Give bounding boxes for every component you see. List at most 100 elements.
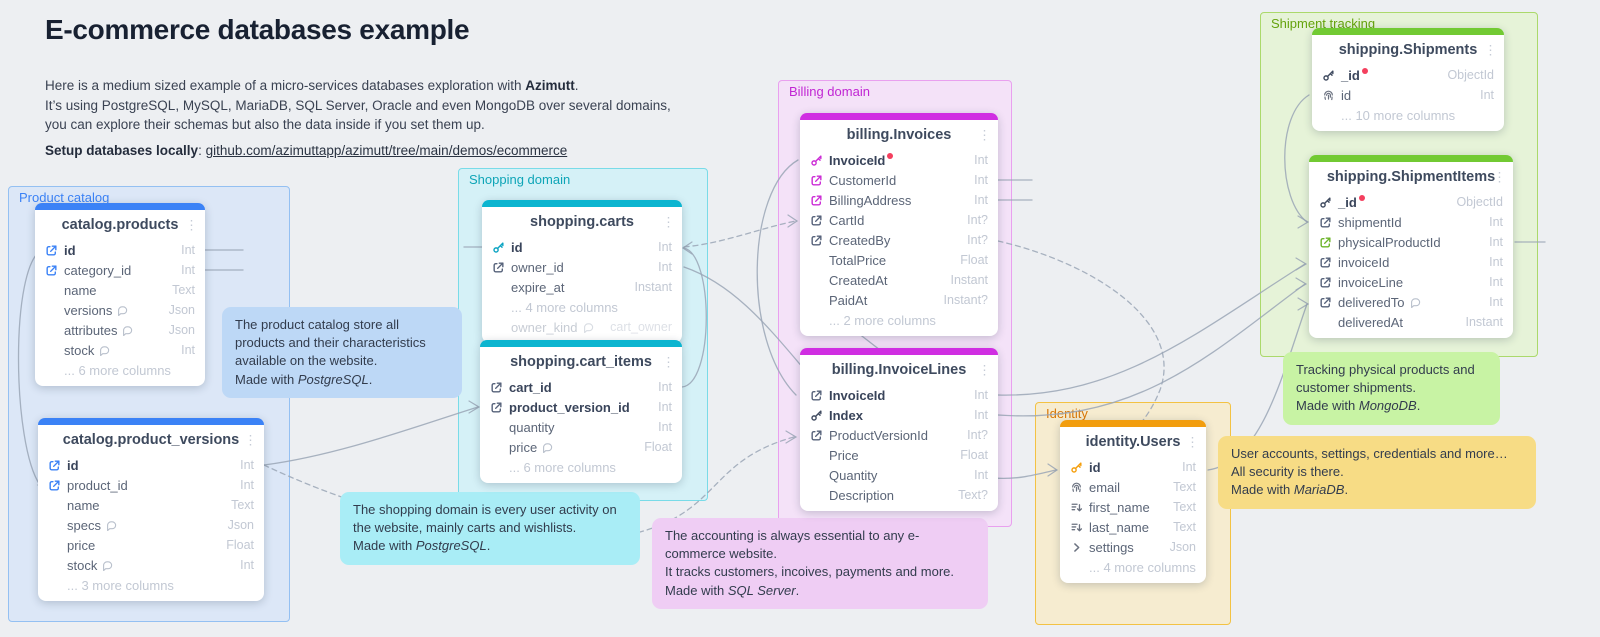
table-title: shipping.ShipmentItems bbox=[1326, 169, 1496, 185]
note-text: The product catalog store all products a… bbox=[235, 317, 426, 369]
table-menu-button[interactable]: ⋮ bbox=[978, 127, 991, 143]
column-name: first_name bbox=[1089, 499, 1150, 515]
blank-icon bbox=[810, 449, 823, 462]
table-header[interactable]: identity.Users⋮ bbox=[1060, 427, 1206, 457]
table-menu-button[interactable]: ⋮ bbox=[1484, 42, 1497, 58]
note-sticker-shopping[interactable]: The shopping domain is every user activi… bbox=[340, 492, 640, 565]
column-type: Int bbox=[974, 193, 988, 207]
table-header[interactable]: shipping.Shipments⋮ bbox=[1312, 35, 1504, 65]
table-title: catalog.products bbox=[61, 217, 179, 233]
table-menu-button[interactable]: ⋮ bbox=[662, 214, 675, 230]
table-header[interactable]: billing.InvoiceLines⋮ bbox=[800, 355, 998, 385]
column-name: settings bbox=[1089, 539, 1134, 555]
table-menu-button[interactable]: ⋮ bbox=[185, 217, 198, 233]
note-sticker-shipment[interactable]: Tracking physical products and customer … bbox=[1283, 352, 1500, 425]
note-sticker-catalog[interactable]: The product catalog store all products a… bbox=[222, 307, 462, 398]
table-header[interactable]: billing.Invoices⋮ bbox=[800, 120, 998, 150]
table-topbar bbox=[480, 340, 682, 347]
table-header[interactable]: shopping.carts⋮ bbox=[482, 207, 682, 237]
database-name: SQL Server bbox=[727, 582, 796, 598]
index-icon bbox=[1070, 521, 1083, 534]
table-menu-button[interactable]: ⋮ bbox=[244, 432, 257, 448]
note-sticker-billing[interactable]: The accounting is always essential to an… bbox=[652, 518, 988, 609]
column-type: Int bbox=[658, 380, 672, 394]
setup-link[interactable]: github.com/azimuttapp/azimutt/tree/main/… bbox=[205, 143, 568, 159]
table-header[interactable]: shipping.ShipmentItems⋮ bbox=[1309, 162, 1513, 192]
column-type: Text bbox=[231, 498, 254, 512]
table-menu-button[interactable]: ⋮ bbox=[1493, 169, 1506, 185]
table-header[interactable]: catalog.product_versions⋮ bbox=[38, 425, 264, 455]
note-sticker-identity[interactable]: User accounts, settings, credentials and… bbox=[1218, 436, 1536, 509]
table-menu-button[interactable]: ⋮ bbox=[1186, 434, 1199, 450]
column-type: Int bbox=[1489, 235, 1503, 249]
column-type: Int bbox=[658, 420, 672, 434]
column-type: Text bbox=[1173, 520, 1196, 534]
table-menu-button[interactable]: ⋮ bbox=[662, 354, 675, 370]
table-header[interactable]: catalog.products ⋮ bbox=[35, 210, 205, 240]
table-menu-button[interactable]: ⋮ bbox=[978, 362, 991, 378]
fk-icon bbox=[810, 429, 823, 442]
table-header[interactable]: shopping.cart_items⋮ bbox=[480, 347, 682, 377]
column-name: product_id bbox=[67, 477, 128, 493]
empty-icon bbox=[1322, 109, 1335, 122]
